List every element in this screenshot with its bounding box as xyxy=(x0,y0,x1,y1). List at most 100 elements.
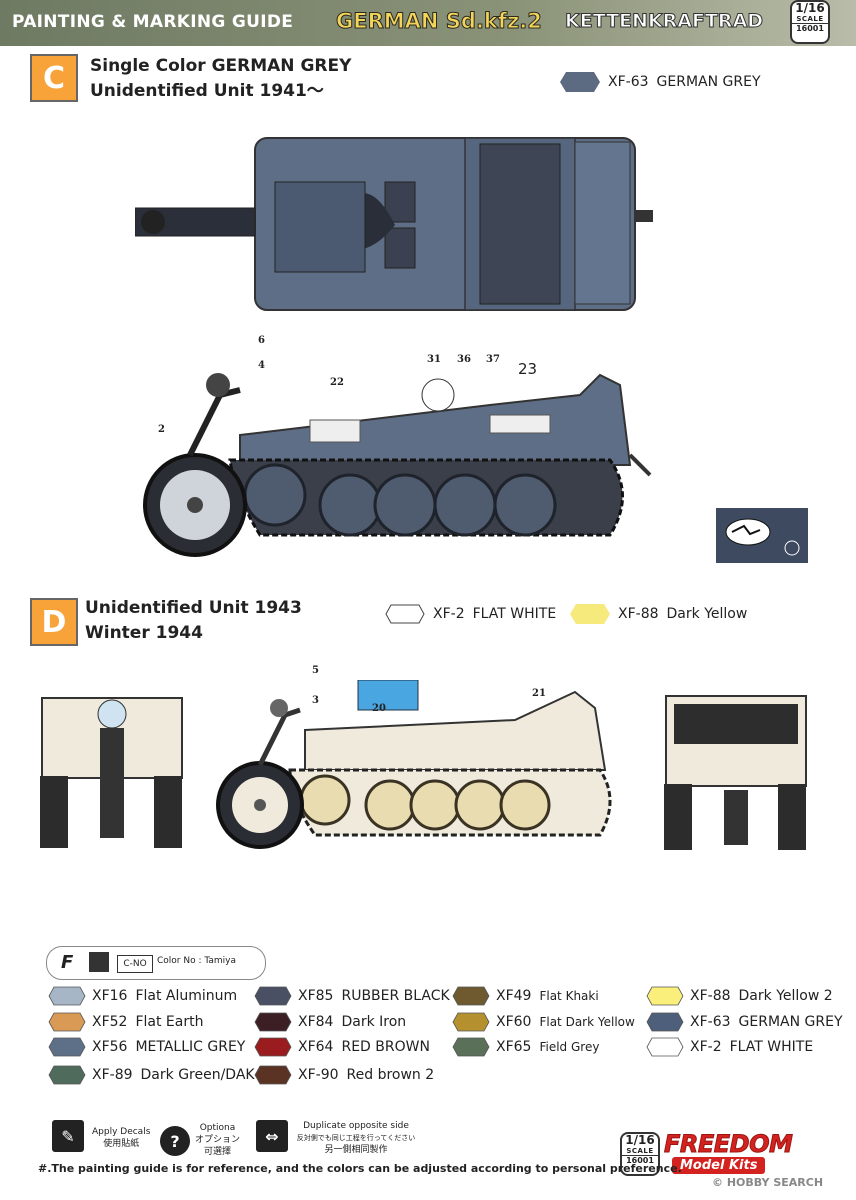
paint-can-icon xyxy=(89,952,109,972)
callout-22: 22 xyxy=(330,377,344,388)
paint-swatch-icon xyxy=(452,1037,490,1057)
model-subtitle: KETTENKRAFTRAD xyxy=(564,10,764,33)
paint-code: XF84 xyxy=(298,1014,334,1030)
scale-ratio: 1/16 xyxy=(795,1,825,15)
callout-31: 31 xyxy=(427,354,441,365)
paint-legend-item: XF16 Flat Aluminum xyxy=(48,986,237,1006)
swatch-code: XF-63 xyxy=(608,74,649,90)
swatch-name: Dark Yellow xyxy=(666,606,748,622)
kit-code: 16001 xyxy=(622,1155,658,1165)
paint-swatch-icon xyxy=(48,1065,86,1085)
callout-6: 6 xyxy=(258,335,265,346)
scheme-c-line2: Unidentified Unit 1941～ xyxy=(90,81,324,101)
paint-legend-item: XF52 Flat Earth xyxy=(48,1012,203,1032)
paint-legend-item: XF-2 FLAT WHITE xyxy=(646,1037,813,1057)
paint-code: XF-63 xyxy=(690,1014,731,1030)
scheme-c-letter: C xyxy=(30,54,78,102)
apply-decals-zh: 使用貼紙 xyxy=(103,1139,140,1149)
paint-code: XF-2 xyxy=(690,1039,722,1055)
paint-name: Flat Aluminum xyxy=(135,988,238,1004)
scheme-d-swatch-xf2: XF-2 FLAT WHITE xyxy=(385,604,556,624)
paint-legend-item: XF84 Dark Iron xyxy=(254,1012,406,1032)
scale-badge-bottom: 1/16 SCALE 16001 xyxy=(620,1132,660,1176)
paint-swatch-icon xyxy=(48,1012,86,1032)
apply-decals-icon: ✎ xyxy=(52,1120,84,1152)
paint-swatch-icon xyxy=(646,986,684,1006)
duplicate-zh: 另一側相同製作 xyxy=(324,1145,388,1155)
paint-swatch-icon xyxy=(254,986,292,1006)
scheme-d-title: Unidentified Unit 1943 Winter 1944 xyxy=(85,596,302,646)
xf63-swatch-icon xyxy=(560,72,600,92)
scale-ratio: 1/16 xyxy=(625,1133,655,1147)
paint-legend-item: XF-90 Red brown 2 xyxy=(254,1065,434,1085)
paint-name: Dark Iron xyxy=(341,1014,407,1030)
paint-code: XF-90 xyxy=(298,1067,339,1083)
kit-code: 16001 xyxy=(792,23,828,33)
paint-name: Flat Earth xyxy=(135,1014,204,1030)
scheme-d-swatch-xf88: XF-88 Dark Yellow xyxy=(570,604,747,624)
paint-swatch-icon xyxy=(48,1037,86,1057)
paint-code: XF65 xyxy=(496,1039,532,1055)
scale-label: SCALE xyxy=(796,15,824,23)
callout-37: 37 xyxy=(486,354,500,365)
scheme-d-front-view xyxy=(40,697,183,848)
paint-code: XF16 xyxy=(92,988,128,1004)
duplicate-en: Duplicate opposite side xyxy=(303,1121,409,1131)
paint-name: GERMAN GREY xyxy=(738,1014,843,1030)
callout-5: 5 xyxy=(312,665,319,676)
paint-name: Red brown 2 xyxy=(346,1067,435,1083)
xf88-swatch-icon xyxy=(570,604,610,624)
paint-name: Flat Khaki xyxy=(539,989,599,1003)
swatch-name: FLAT WHITE xyxy=(472,606,557,622)
legend-reference-box: F C-NO Color No : Tamiya xyxy=(46,946,266,980)
paint-swatch-icon xyxy=(254,1065,292,1085)
paint-name: METALLIC GREY xyxy=(135,1039,246,1055)
duplicate-label: Duplicate opposite side 反対側でも同じ工程を行ってくださ… xyxy=(296,1120,416,1156)
scheme-c-top-view xyxy=(135,137,653,311)
scheme-c-title: Single Color GERMAN GREY Unidentified Un… xyxy=(90,54,351,104)
callout-23: 23 xyxy=(518,360,538,378)
paint-code: XF60 xyxy=(496,1014,532,1030)
scheme-c-swatch: XF-63 GERMAN GREY xyxy=(560,72,761,92)
paint-code: XF85 xyxy=(298,988,334,1004)
paint-swatch-icon xyxy=(452,1012,490,1032)
paint-swatch-icon xyxy=(48,986,86,1006)
title-bar xyxy=(0,0,856,46)
scheme-c-line1: Single Color GERMAN GREY xyxy=(90,56,352,76)
paint-name: Dark Yellow 2 xyxy=(738,988,833,1004)
scale-badge-top: 1/16 SCALE 16001 xyxy=(790,0,830,44)
guide-title: PAINTING & MARKING GUIDE xyxy=(12,12,294,32)
paint-code: XF49 xyxy=(496,988,532,1004)
paint-code: XF-88 xyxy=(690,988,731,1004)
color-no-label: Color No : Tamiya xyxy=(157,956,236,966)
swatch-code: XF-2 xyxy=(433,606,465,622)
callout-36: 36 xyxy=(457,354,471,365)
callout-21: 21 xyxy=(532,688,546,699)
paint-legend-item: XF60 Flat Dark Yellow xyxy=(452,1012,635,1032)
disclaimer: #.The painting guide is for reference, a… xyxy=(38,1162,682,1175)
scheme-d-letter: D xyxy=(30,598,78,646)
watermark: © HOBBY SEARCH xyxy=(712,1176,824,1189)
apply-decals-label: Apply Decals 使用貼紙 xyxy=(92,1126,150,1150)
paint-legend-item: XF-88 Dark Yellow 2 xyxy=(646,986,833,1006)
duplicate-icon: ⇔ xyxy=(256,1120,288,1152)
callout-20: 20 xyxy=(372,703,386,714)
scheme-d-line1: Unidentified Unit 1943 xyxy=(85,598,302,618)
paint-name: Flat Dark Yellow xyxy=(539,1015,635,1029)
scheme-c-decal-detail xyxy=(716,508,808,563)
paint-name: FLAT WHITE xyxy=(729,1039,814,1055)
freedom-logo-icon: F xyxy=(61,952,74,973)
paint-code: XF52 xyxy=(92,1014,128,1030)
paint-swatch-icon xyxy=(646,1012,684,1032)
paint-legend-item: XF49 Flat Khaki xyxy=(452,986,599,1006)
callout-3: 3 xyxy=(312,695,319,706)
paint-code: XF56 xyxy=(92,1039,128,1055)
c-no-icon: C-NO xyxy=(117,955,153,973)
scale-label: SCALE xyxy=(626,1147,654,1155)
optional-zh: 可選擇 xyxy=(204,1147,232,1157)
callout-2: 2 xyxy=(158,424,165,435)
paint-name: Field Grey xyxy=(539,1040,600,1054)
brand-sublogo: Model Kits xyxy=(672,1157,766,1174)
